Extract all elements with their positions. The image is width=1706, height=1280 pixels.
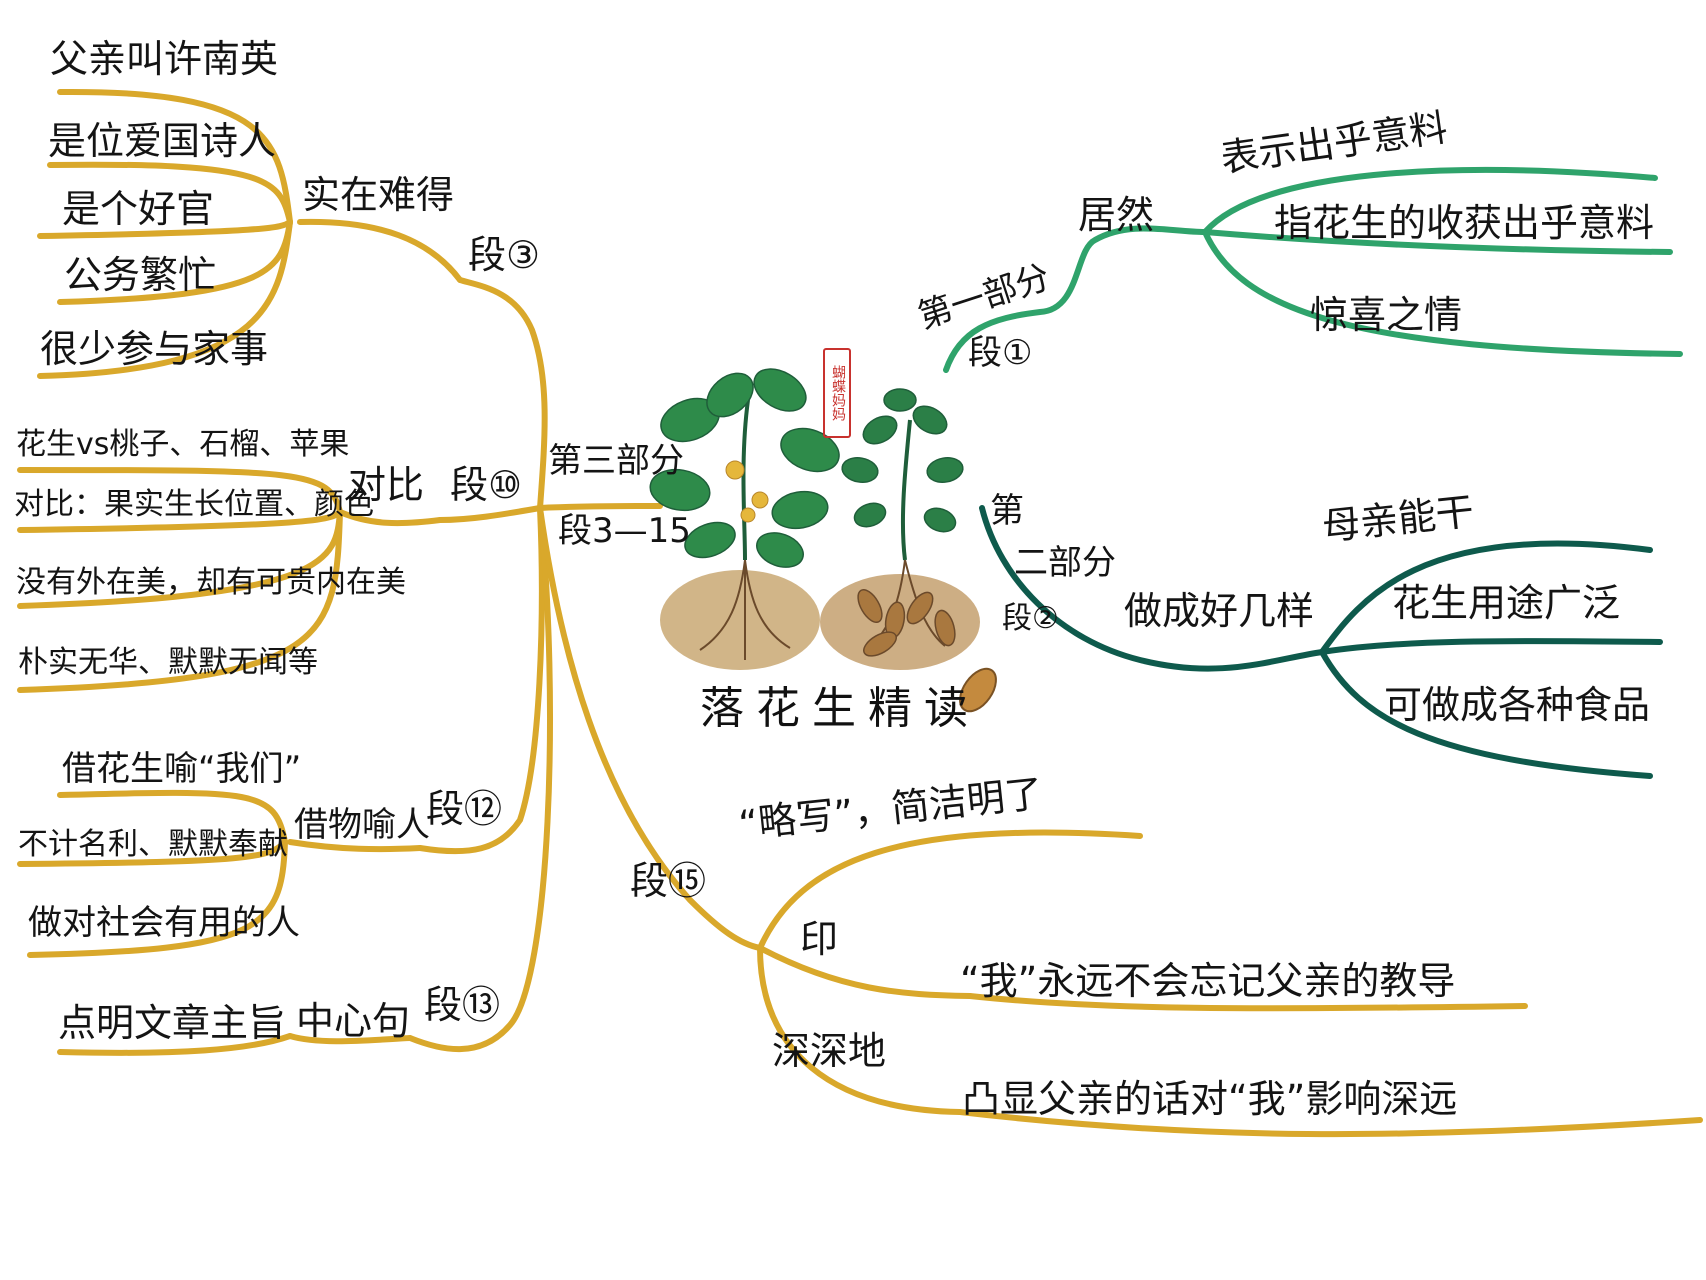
map-title: 落花生精读	[700, 683, 980, 734]
seal-stamp-icon: 蝴蝶妈妈	[823, 348, 851, 438]
part1-item: 惊喜之情	[1310, 293, 1463, 337]
d3-item: 公务繁忙	[64, 253, 217, 297]
part1-green-branches	[943, 167, 1683, 373]
d10-item: 没有外在美，却有可贵内在美	[16, 565, 406, 600]
part2-item: 花生用途广泛	[1392, 581, 1621, 625]
d10-item: 花生vs桃子、石榴、苹果	[16, 427, 350, 462]
d12-item: 做对社会有用的人	[28, 903, 300, 943]
part2-topic: 做成好几样	[1124, 589, 1315, 633]
d15-k1: 印	[800, 917, 839, 961]
part3-label: 第三部分	[548, 441, 684, 481]
d12-item: 不计名利、默默奉献	[18, 827, 288, 862]
part2-label-b: 二部分	[1014, 543, 1116, 583]
d15-k2: 深深地	[772, 1029, 887, 1073]
d3-tag: 段③	[468, 233, 541, 277]
d3-item: 是位爱国诗人	[48, 119, 277, 163]
peanut-icon	[959, 667, 997, 713]
d12-tag: 段⑫	[426, 787, 503, 831]
part1-item: 指花生的收获出乎意料	[1274, 201, 1655, 245]
d12-topic: 借物喻人	[294, 805, 430, 845]
d3-item: 很少参与家事	[40, 327, 269, 371]
d15-k2-item: 凸显父亲的话对“我”影响深远	[962, 1077, 1458, 1121]
left-gold-branches	[17, 88, 1703, 1138]
d13-topic: 中心句	[296, 999, 411, 1043]
part1-sub: 段①	[968, 333, 1033, 373]
part2-green-branches	[979, 505, 1663, 779]
d10-topic: 对比	[348, 463, 425, 507]
d15-tag: 段⑮	[630, 859, 707, 903]
d10-tag: 段⑩	[450, 463, 523, 507]
d12-item: 借花生喻“我们”	[62, 749, 302, 789]
d3-topic: 实在难得	[302, 173, 455, 217]
part2-label-a: 第	[990, 491, 1024, 531]
part3-sub: 段3—15	[558, 511, 691, 551]
d3-item: 父亲叫许南英	[50, 37, 279, 81]
d13-item: 点明文章主旨	[58, 1001, 287, 1045]
d3-item: 是个好官	[62, 187, 215, 231]
part2-item: 可做成各种食品	[1384, 683, 1651, 727]
d15-k1-item: “我”永远不会忘记父亲的教导	[960, 959, 1456, 1003]
d10-item: 对比：果实生长位置、颜色	[14, 487, 374, 522]
part1-topic: 居然	[1078, 193, 1155, 237]
part2-sub: 段②	[1002, 601, 1059, 636]
d13-tag: 段⑬	[424, 983, 501, 1027]
d10-item: 朴实无华、默默无闻等	[18, 645, 318, 680]
